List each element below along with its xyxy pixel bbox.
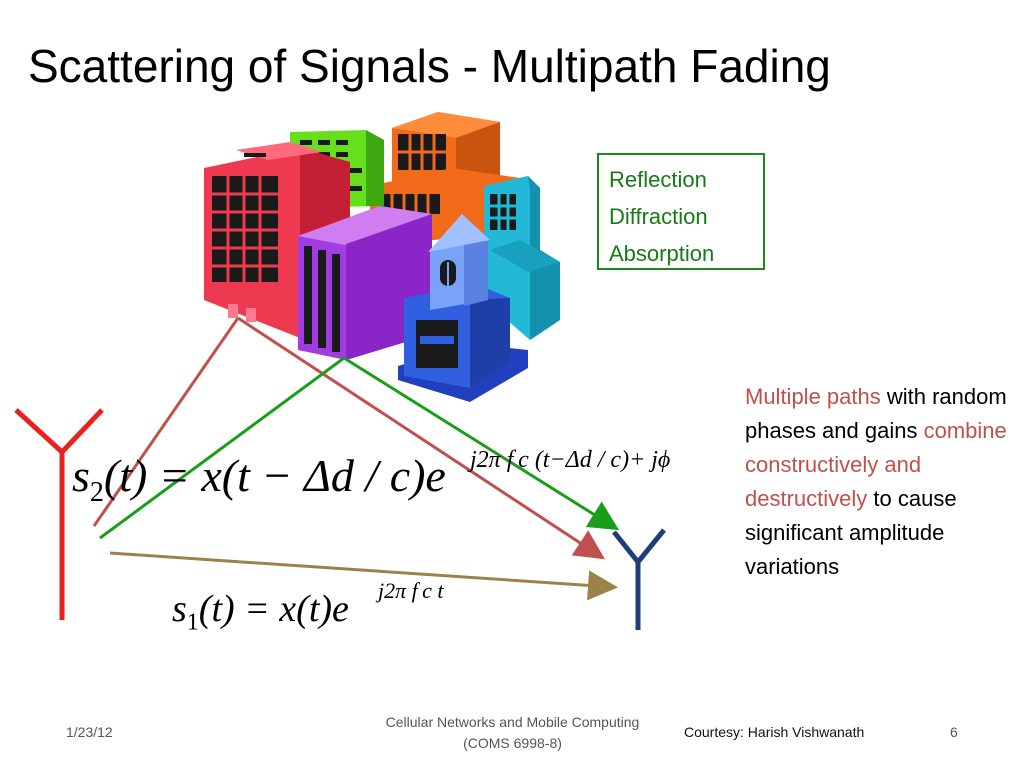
footer-date: 1/23/12 — [66, 724, 113, 740]
equation-s2-exponent: j2π f c (t−Δd / c)+ jϕ — [470, 447, 671, 473]
mechanism-absorption: Absorption — [609, 241, 715, 266]
path-direct-line-of-sight — [109, 551, 618, 601]
slide-number: 6 — [950, 724, 958, 740]
transmitter-antenna-icon — [14, 408, 104, 620]
path-scattered-building-to-rx — [343, 356, 620, 531]
desc-amplitude-variations: to cause significant amplitude variation… — [745, 486, 957, 579]
footer-courtesy: Courtesy: Harish Vishwanath — [684, 724, 865, 740]
footer-course-line1: Cellular Networks and Mobile Computing — [385, 714, 640, 730]
scattering-mechanisms-box: Reflection Diffraction Absorption — [597, 153, 765, 270]
footer-course-line2: (COMS 6998-8) — [463, 735, 562, 751]
equation-s1-exponent: j2π f c t — [378, 578, 444, 603]
path-reflected-building-to-rx — [237, 316, 606, 560]
eq-s2-body: (t) = x(t − Δd / c)e — [103, 450, 446, 501]
eq-s1-body: (t) = x(t)e — [198, 588, 349, 630]
slide-title: Scattering of Signals - Multipath Fading — [28, 40, 831, 92]
eq-s2-lhs: s — [72, 450, 90, 501]
footer-course: Cellular Networks and Mobile Computing (… — [350, 712, 675, 754]
eq-s1-subscript: 1 — [186, 609, 199, 636]
equation-s2: s2(t) = x(t − Δd / c)e — [72, 448, 446, 521]
desc-multiple-paths: Multiple paths — [745, 384, 881, 409]
propagation-paths — [92, 316, 620, 601]
eq-s2-subscript: 2 — [89, 477, 104, 509]
equation-s1: s1(t) = x(t)e — [172, 586, 349, 646]
eq-s1-lhs: s — [172, 588, 187, 630]
city-buildings-icon — [204, 112, 560, 402]
mechanism-diffraction: Diffraction — [609, 204, 708, 229]
blue-tower — [398, 214, 528, 402]
path-reflected-tx-to-building — [92, 317, 240, 527]
mechanism-reflection: Reflection — [609, 167, 707, 192]
multipath-description: Multiple paths with random phases and ga… — [745, 380, 1013, 584]
path-scattered-tx-to-building — [99, 356, 345, 540]
receiver-antenna-icon — [612, 528, 666, 630]
desc-random-phases: with random phases and gains — [745, 384, 1007, 443]
desc-combine: combine constructively and destructively — [745, 418, 1007, 511]
